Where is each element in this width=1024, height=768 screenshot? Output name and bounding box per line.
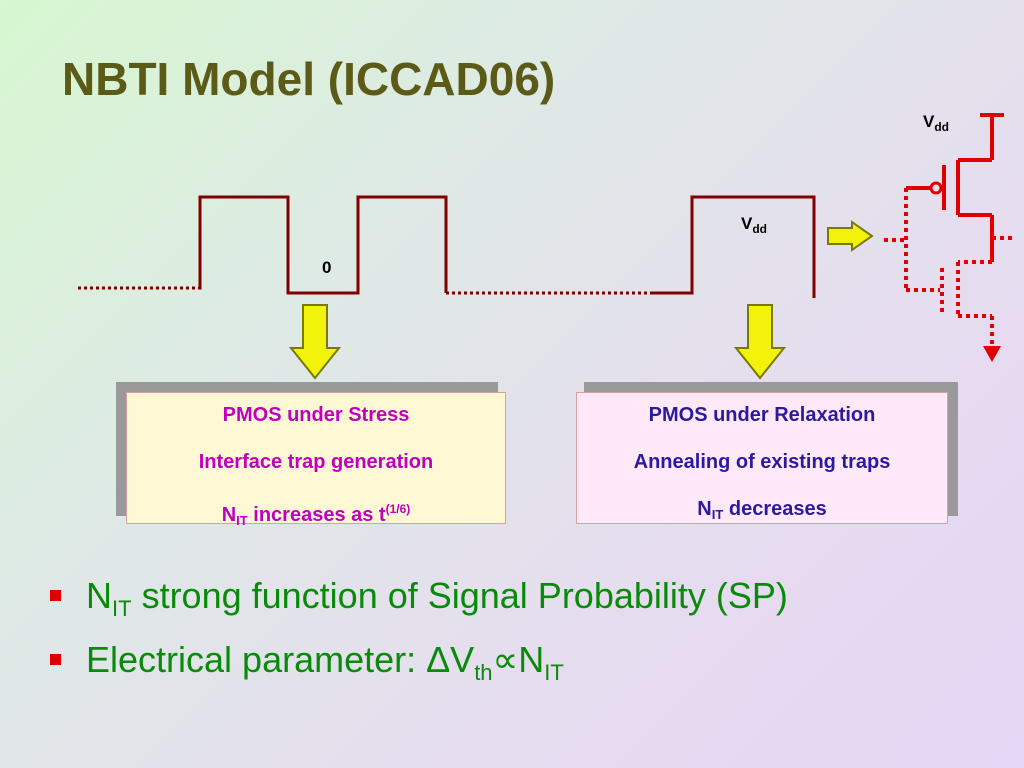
bullet-square-icon <box>50 590 61 601</box>
bullet-square-icon <box>50 654 61 665</box>
bullet-text-1: NIT strong function of Signal Probabilit… <box>86 575 788 621</box>
wave-pulse-1 <box>198 195 448 295</box>
circuit-vdd-label: Vdd <box>923 112 950 134</box>
wave-pulse-2 <box>650 195 816 298</box>
ground-arrow <box>983 346 1001 362</box>
relax-line-3: NIT decreases <box>697 498 827 522</box>
relax-down-arrow <box>733 304 787 380</box>
pmos-circuit-dotted <box>884 188 1016 346</box>
pmos-circuit <box>906 113 1004 262</box>
relax-line-1: PMOS under Relaxation <box>648 404 876 426</box>
relax-line-2: Annealing of existing traps <box>633 451 891 473</box>
bullet-text-2: Electrical parameter: ΔVth∝NIT <box>86 639 564 685</box>
relax-box: PMOS under Relaxation Annealing of exist… <box>576 392 948 524</box>
wave-low-label: 0 <box>322 258 332 277</box>
stress-line-2: Interface trap generation <box>198 451 434 473</box>
stress-line-1: PMOS under Stress <box>222 404 410 426</box>
right-arrow <box>827 220 874 252</box>
stress-down-arrow <box>288 304 342 380</box>
stress-box: PMOS under Stress Interface trap generat… <box>126 392 506 528</box>
slide-title: NBTI Model (ICCAD06) <box>62 53 556 105</box>
wave-vdd-label: Vdd <box>741 214 768 236</box>
stress-line-3: NIT increases as t(1/6) <box>221 502 411 528</box>
